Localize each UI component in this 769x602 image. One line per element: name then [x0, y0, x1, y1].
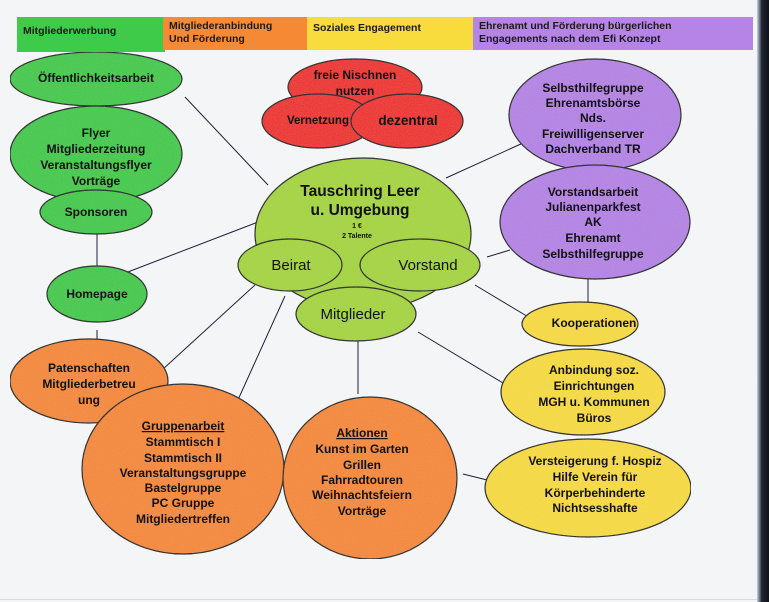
- text-homepage: Homepage: [66, 287, 128, 301]
- connector-homepage-beirat: [119, 221, 259, 276]
- text-purple-bottom-1: Julianenparkfest: [545, 200, 640, 214]
- text-center-title-1: Tauschring Leer: [300, 183, 419, 200]
- text-purple-bottom-0: Vorstandsarbeit: [548, 185, 638, 199]
- text-aktionen-2: Fahrradtouren: [321, 473, 403, 487]
- connector-vorstand-purple-bottom: [486, 249, 511, 258]
- text-gruppen-3: Bastelgruppe: [145, 481, 222, 495]
- text-flyer-2: Veranstaltungsflyer: [40, 158, 152, 172]
- text-aktionen-0: Kunst im Garten: [315, 442, 408, 456]
- text-sponsoren: Sponsoren: [65, 205, 128, 219]
- node-purple-bottom: [499, 164, 691, 280]
- text-purple-bottom-3: Ehrenamt: [565, 231, 620, 245]
- text-flyer-1: Mitgliederzeitung: [47, 142, 146, 156]
- text-oeffentlichkeitsarbeit: Öffentlichkeitsarbeit: [38, 70, 154, 85]
- connector-aktionen-versteigerung: [462, 473, 488, 481]
- node-beirat: [237, 238, 343, 292]
- text-gruppen-2: Veranstaltungsgruppe: [120, 466, 247, 480]
- text-kooperationen: Kooperationen: [552, 316, 637, 330]
- text-purple-top-1: Ehrenamtsbörse: [546, 96, 641, 110]
- text-nischen-0: freie Nischnen: [314, 68, 397, 82]
- text-versteigerung-2: Körperbehinderte: [545, 486, 646, 500]
- text-aktionen-4: Vorträge: [338, 504, 387, 518]
- text-vorstand: Vorstand: [398, 257, 457, 274]
- text-purple-top-2: Nds.: [580, 111, 606, 125]
- legend-mitgliederwerbung: Mitgliederwerbung: [17, 17, 165, 52]
- text-anbindung-1: Einrichtungen: [554, 379, 635, 393]
- text-gruppen-4: PC Gruppe: [152, 496, 215, 510]
- text-versteigerung-1: Hilfe Verein für: [553, 470, 638, 484]
- text-purple-top-0: Selbsthilfegruppe: [542, 81, 644, 95]
- text-dezentral: dezentral: [378, 113, 437, 128]
- text-anbindung-2: MGH u. Kommunen: [538, 395, 649, 409]
- scan-corner: [747, 0, 757, 10]
- node-anbindung: [500, 348, 666, 436]
- node-homepage: [46, 265, 148, 323]
- text-anbindung-3: Büros: [577, 411, 612, 425]
- node-kooperationen: [521, 301, 639, 347]
- text-paten-2: ung: [78, 393, 100, 407]
- text-purple-top-4: Dachverband TR: [545, 142, 641, 156]
- text-flyer-0: Flyer: [82, 126, 111, 140]
- connector-mitglieder-anbindung: [417, 331, 504, 384]
- connector-center-purple-top: [445, 142, 524, 179]
- text-paten-1: Mitgliederbetreu: [42, 377, 135, 391]
- text-paten-0: Patenschaften: [48, 361, 130, 375]
- node-sponsoren: [39, 189, 153, 235]
- scan-bottom-edge: [0, 599, 757, 600]
- text-aktionen-1: Grillen: [343, 458, 381, 472]
- text-flyer-3: Vorträge: [72, 174, 121, 188]
- text-aktionen-3: Weihnachtsfeiern: [312, 488, 412, 502]
- text-nischen-1: nutzen: [336, 84, 375, 98]
- text-vernetzung: Vernetzung: [287, 115, 349, 127]
- text-gruppen-1: Stammtisch II: [144, 451, 222, 465]
- text-gruppen-5: Mitgliedertreffen: [136, 512, 230, 526]
- text-gruppen-0: Stammtisch I: [146, 435, 221, 449]
- text-gruppen-heading: Gruppenarbeit: [142, 419, 225, 433]
- node-mitglieder: [295, 286, 417, 342]
- scan-right-edge: [757, 0, 769, 602]
- node-versteigerung: [484, 438, 692, 538]
- node-dezentral: [350, 93, 464, 149]
- text-center-sub-2: 2 Talente: [342, 233, 372, 240]
- connector-vorstand-kooperationen: [474, 284, 531, 319]
- text-purple-top-3: Freiwilligenserver: [542, 127, 644, 141]
- text-center-sub-1: 1 €: [352, 223, 362, 230]
- text-aktionen-heading: Aktionen: [336, 426, 387, 440]
- connector-gruppen-beirat: [236, 295, 286, 403]
- text-anbindung-0: Anbindung soz.: [549, 363, 639, 377]
- legend-ehrenamt: Ehrenamt und Förderung bürgerlichen Enga…: [473, 17, 753, 50]
- text-center-title-2: u. Umgebung: [310, 202, 409, 219]
- connector-paten-beirat: [161, 284, 256, 371]
- text-purple-bottom-4: Selbsthilfegruppe: [542, 247, 644, 261]
- text-versteigerung-0: Versteigerung f. Hospiz: [528, 454, 661, 468]
- legend-mitgliederanbindung: Mitgliederanbindung Und Förderung: [163, 17, 307, 50]
- node-vorstand: [359, 238, 481, 292]
- text-versteigerung-3: Nichtsesshafte: [552, 501, 638, 515]
- connector-oeffentlichkeit-center: [184, 96, 269, 186]
- node-aktionen: [282, 396, 458, 560]
- legend-soziales-engagement: Soziales Engagement: [307, 17, 473, 50]
- text-mitglieder: Mitglieder: [320, 306, 385, 323]
- text-beirat: Beirat: [271, 257, 311, 274]
- text-purple-bottom-2: AK: [584, 215, 602, 229]
